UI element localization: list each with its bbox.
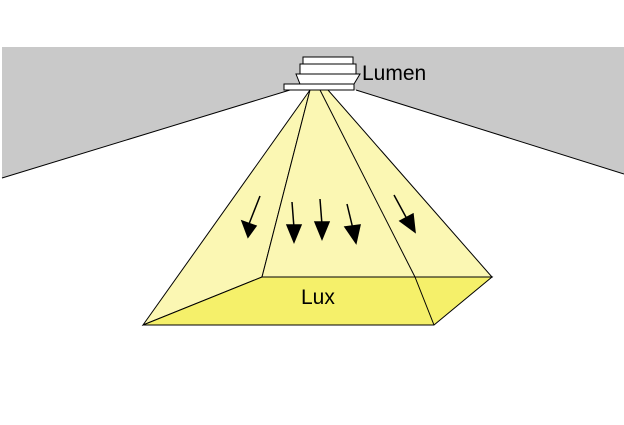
ceiling-edge-right [355, 89, 624, 175]
light-arrows [240, 194, 416, 245]
lux-label: Lux [301, 286, 335, 309]
ceiling-edge-left [1, 89, 291, 179]
down-arrow-icon [393, 194, 416, 234]
lumen-label: Lumen [362, 62, 426, 85]
ceiling-surface [2, 47, 624, 178]
down-arrow-icon [343, 203, 361, 245]
down-arrow-icon [285, 201, 303, 244]
light-cone-edge [319, 89, 416, 278]
floor-depth-edge [414, 276, 435, 326]
down-arrow-icon [240, 195, 261, 239]
down-arrow-icon [313, 198, 331, 241]
ceiling-lamp-icon [283, 56, 361, 91]
